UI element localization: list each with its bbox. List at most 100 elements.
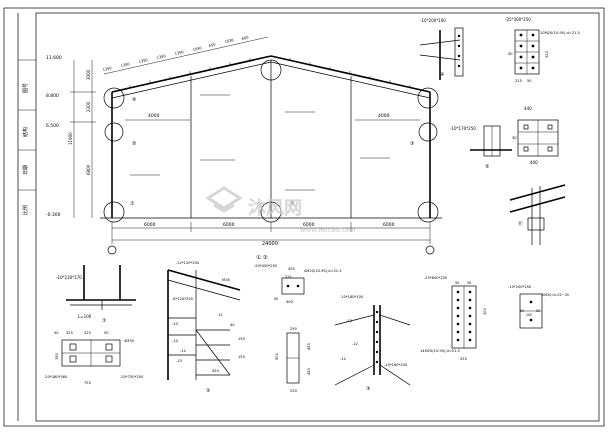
svg-text:50: 50 xyxy=(536,309,540,313)
detail-2: -12*120*250 -8*120*250 -10 -10 -12 -10 M… xyxy=(167,261,246,394)
detail-5-plate: -25*300*250 10M20(10.9S),d=21.5 320 225 … xyxy=(505,17,580,83)
callout-circle-eave-right xyxy=(417,87,439,109)
svg-text:-10: -10 xyxy=(172,339,179,343)
svg-text:-12: -12 xyxy=(340,357,346,361)
svg-text:50: 50 xyxy=(455,281,459,285)
watermark-sub: www.mfcad.com xyxy=(300,227,356,234)
portal-frame-elevation: 4000 4000 ④ ⑤ ① ② ③ ① ③ 6000 6000 6000 6… xyxy=(46,35,442,261)
svg-text:450: 450 xyxy=(307,342,311,350)
svg-text:50: 50 xyxy=(467,281,471,285)
svg-text:①: ① xyxy=(102,318,107,324)
callout-circle-base-left xyxy=(103,201,125,223)
callout-3: ③ xyxy=(410,141,414,147)
svg-text:-10: -10 xyxy=(172,322,179,326)
watermark: 沐风网 www.mfcad.com xyxy=(205,186,356,234)
callout-circle-base-right xyxy=(417,201,439,223)
detail-3-plate: -20*450*250 4M20(10.9S),d=21.5 450 225 3… xyxy=(254,264,341,393)
svg-text:30: 30 xyxy=(512,136,517,140)
svg-text:-25*600*250: -25*600*250 xyxy=(424,276,448,280)
svg-text:10M20(10.9S),d=21.5: 10M20(10.9S),d=21.5 xyxy=(540,31,580,35)
title-cell-1: 图号 xyxy=(23,83,29,93)
svg-text:1036: 1036 xyxy=(224,38,235,44)
svg-text:-12*120*250: -12*120*250 xyxy=(176,261,200,265)
svg-text:1350: 1350 xyxy=(174,50,185,56)
elevation-title-marker: ① ③ xyxy=(256,255,268,261)
svg-text:250: 250 xyxy=(290,389,298,393)
title-cell-3: 日期 xyxy=(23,165,29,175)
watermark-main: 沐风网 xyxy=(248,197,302,219)
svg-text:④: ④ xyxy=(440,72,445,78)
callout-5: ⑤ xyxy=(132,141,136,147)
svg-text:650: 650 xyxy=(208,42,216,48)
svg-text:-12: -12 xyxy=(346,319,352,323)
svg-text:440: 440 xyxy=(524,106,532,111)
detail-bolt-plate-14: -25*600*250 14M20(10.9S),d=21.5 100 50 5… xyxy=(420,276,487,361)
base-detail-elevation: -10*230*170 L=100 ① xyxy=(56,265,136,324)
svg-text:50: 50 xyxy=(520,309,524,313)
svg-text:-20*380*360: -20*380*360 xyxy=(44,375,68,379)
svg-text:150: 150 xyxy=(238,337,246,341)
svg-text:-20*450*250: -20*450*250 xyxy=(254,264,278,268)
svg-text:-10*230*170: -10*230*170 xyxy=(56,275,82,280)
outer-frame xyxy=(3,7,605,427)
level-label-eave: 8.800 xyxy=(46,93,59,99)
svg-text:50: 50 xyxy=(527,79,532,83)
svg-text:50: 50 xyxy=(274,297,278,301)
left-dim-1: 3000 xyxy=(86,69,91,80)
svg-text:325: 325 xyxy=(84,331,91,335)
callout-2: ② xyxy=(290,201,295,207)
svg-text:-12: -12 xyxy=(352,342,358,346)
svg-text:-8*120*250: -8*120*250 xyxy=(172,297,194,301)
title-cell-2: 结构 xyxy=(22,127,29,137)
svg-text:100: 100 xyxy=(526,313,532,317)
svg-text:-10*200*100: -10*200*100 xyxy=(420,18,446,23)
svg-text:150: 150 xyxy=(238,355,246,359)
svg-text:12: 12 xyxy=(218,313,223,317)
svg-text:325: 325 xyxy=(66,331,73,335)
callout-circle-knee-right xyxy=(418,122,438,142)
callout-4: ④ xyxy=(132,97,137,103)
callout-circle-eave-left xyxy=(103,87,125,109)
svg-text:450: 450 xyxy=(307,367,311,375)
title-cell-4: 比例 xyxy=(22,205,29,215)
svg-text:1350: 1350 xyxy=(120,62,131,68)
detail-8: ⑰ xyxy=(509,184,566,245)
span-label-4: 6000 xyxy=(383,222,395,228)
total-span-label: 24000 xyxy=(262,241,278,247)
svg-text:-10*170*250: -10*170*250 xyxy=(450,126,476,131)
level-label-knee: 6.500 xyxy=(46,123,59,129)
svg-text:500: 500 xyxy=(275,352,279,360)
svg-text:1350: 1350 xyxy=(138,58,149,64)
title-strip: 图号 结构 日期 比例 xyxy=(17,13,36,421)
callout-circle-knee-left xyxy=(104,122,124,142)
svg-text:⑰: ⑰ xyxy=(518,220,523,227)
svg-text:600: 600 xyxy=(241,35,249,41)
svg-text:-12: -12 xyxy=(180,349,186,353)
svg-text:1350: 1350 xyxy=(102,66,113,72)
ridge-dims: 1350 1350 1350 1350 1350 1050 650 1036 6… xyxy=(102,35,249,72)
span-label-3: 6000 xyxy=(303,222,315,228)
level-label-ground: -0.300 xyxy=(46,212,61,218)
svg-text:225: 225 xyxy=(285,275,291,279)
svg-text:4M20(10.9S),d=21.5: 4M20(10.9S),d=21.5 xyxy=(304,269,341,273)
svg-text:14M20(10.9S),d=21.5: 14M20(10.9S),d=21.5 xyxy=(420,349,460,353)
svg-text:1050: 1050 xyxy=(192,46,203,52)
svg-text:40: 40 xyxy=(230,323,235,327)
svg-text:L=100: L=100 xyxy=(78,314,92,319)
svg-text:4M30: 4M30 xyxy=(124,339,135,343)
left-dim-4: 11900 xyxy=(68,132,73,145)
svg-text:225: 225 xyxy=(515,79,522,83)
watermark-logo-icon xyxy=(205,186,243,213)
svg-text:50: 50 xyxy=(54,331,59,335)
axis-bubble-right xyxy=(425,245,435,255)
svg-text:-25*300*250: -25*300*250 xyxy=(505,17,531,22)
svg-text:40: 40 xyxy=(508,52,513,56)
base-detail-plan: 50 325 325 50 4M30 350 -20*380*360 -20*7… xyxy=(44,331,144,385)
svg-text:300: 300 xyxy=(286,300,294,304)
detail-small-plate: -10*200*250 2M20,d=22~35 50 100 50 xyxy=(508,285,569,329)
svg-text:-10*200*250: -10*200*250 xyxy=(508,285,532,289)
svg-text:②: ② xyxy=(206,388,211,394)
svg-text:450: 450 xyxy=(212,369,220,373)
level-label-ridge: 11.600 xyxy=(46,55,62,61)
